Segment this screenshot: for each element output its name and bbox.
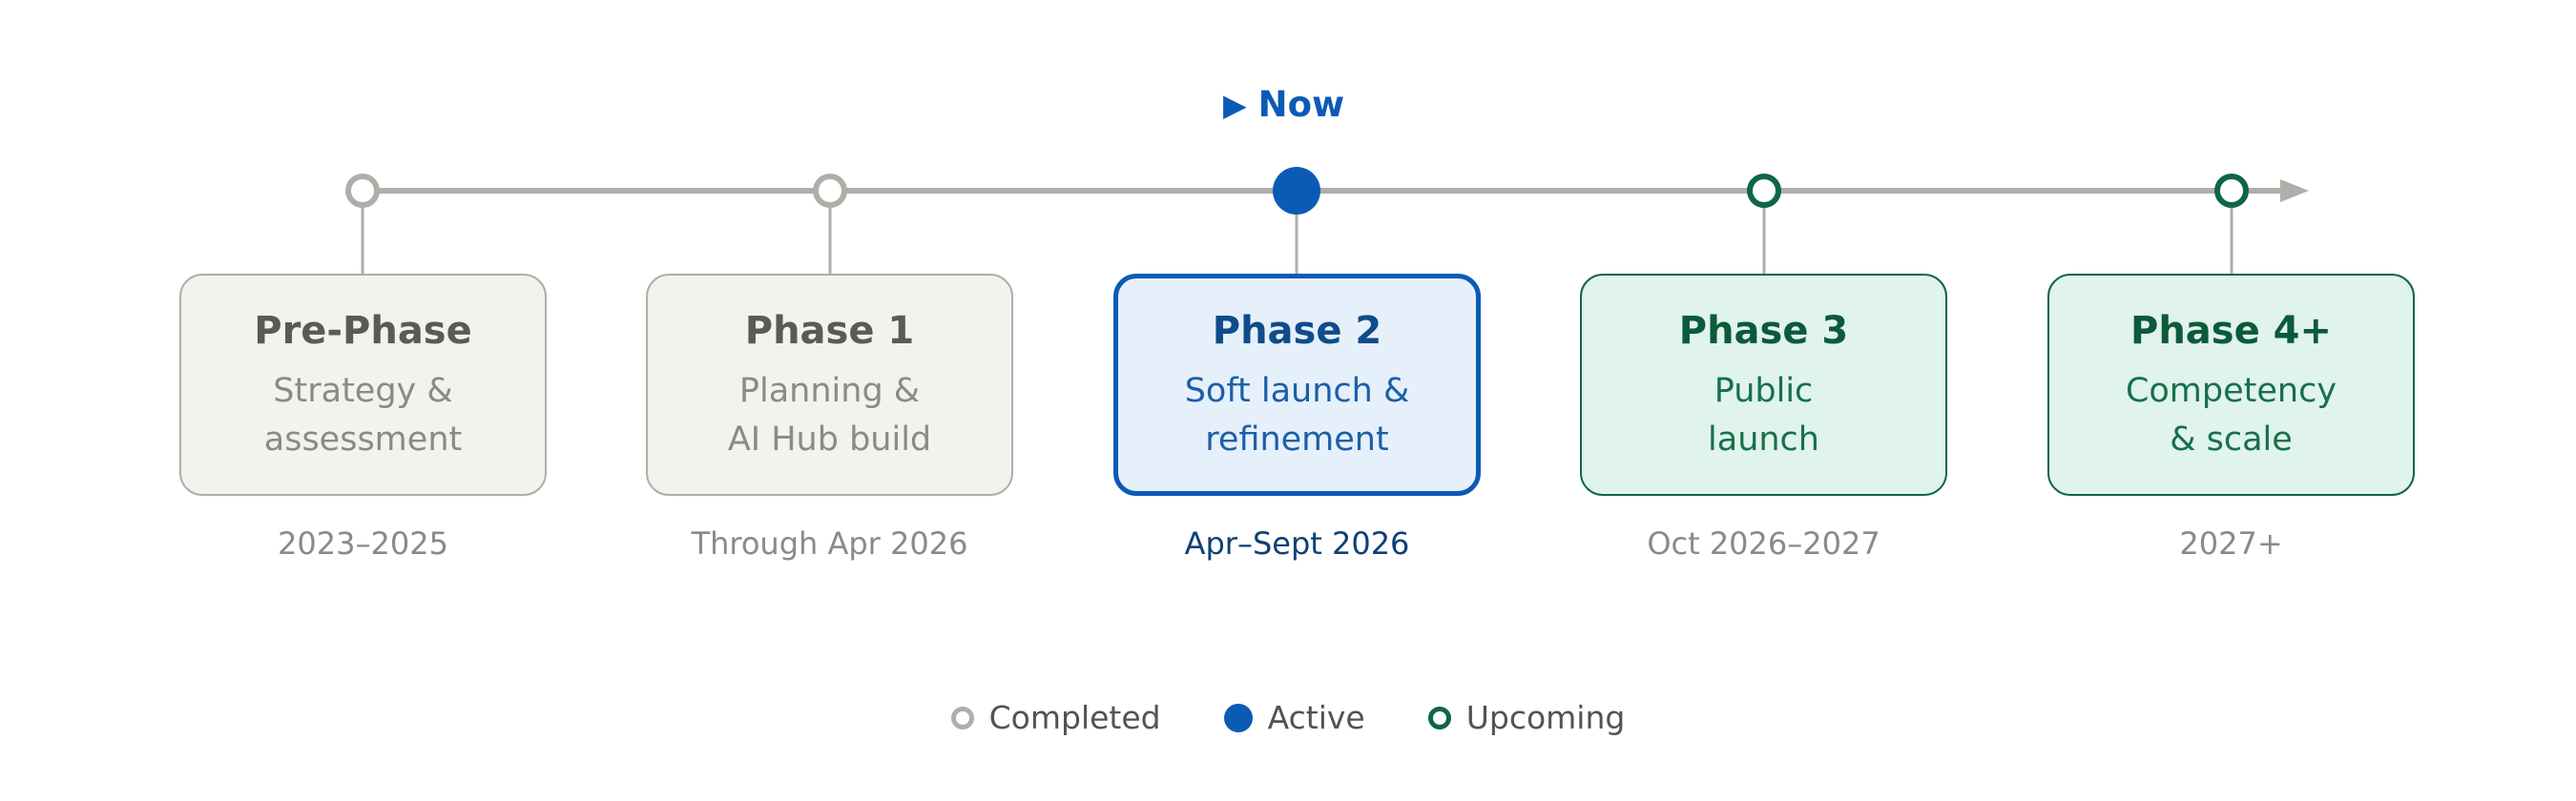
phase-card-pre-phase: Pre-Phase Strategy & assessment (179, 274, 547, 496)
phase-description-line: assessment (263, 421, 463, 459)
phase-description: Planning & AI Hub build (728, 367, 931, 464)
phase-title: Phase 3 (1678, 309, 1849, 353)
phase-description-line: launch (1708, 421, 1819, 459)
axis-arrowhead-icon (2280, 179, 2309, 202)
phase-description-line: Competency (2125, 372, 2337, 410)
phase-date: 2027+ (2179, 525, 2283, 562)
timeline-axis (345, 167, 2309, 275)
node-upcoming (2214, 174, 2249, 208)
now-label: Now (1257, 84, 1345, 125)
legend: Completed Active Upcoming (0, 699, 2576, 736)
phase-description: Public launch (1708, 367, 1819, 464)
phase-description: Soft launch & refinement (1185, 367, 1410, 464)
phase-description-line: AI Hub build (727, 421, 932, 459)
phase-card-phase-3: Phase 3 Public launch (1580, 274, 1947, 496)
phase-description-line: Planning & (738, 372, 921, 410)
upcoming-circle-icon (1427, 706, 1451, 729)
phase-date: Through Apr 2026 (691, 525, 968, 562)
node-upcoming (1747, 174, 1781, 208)
phase-card-phase-4: Phase 4+ Competency & scale (2047, 274, 2415, 496)
phase-title: Phase 1 (744, 309, 915, 353)
phase-description: Strategy & assessment (264, 367, 462, 464)
legend-label: Active (1267, 699, 1365, 736)
phase-description-line: Strategy & (273, 372, 453, 410)
phase-description: Competency & scale (2126, 367, 2337, 464)
phase-description-line: Soft launch & (1184, 372, 1410, 410)
phase-date: 2023–2025 (278, 525, 448, 562)
phase-title: Phase 2 (1212, 309, 1382, 353)
active-dot-icon (1223, 703, 1253, 732)
phase-description-line: & scale (2170, 421, 2293, 459)
legend-item-completed: Completed (950, 699, 1161, 736)
phase-description-line: refinement (1205, 421, 1389, 459)
node-active (1273, 167, 1320, 215)
phase-description-line: Public (1714, 372, 1814, 410)
phase-card-phase-1: Phase 1 Planning & AI Hub build (646, 274, 1013, 496)
phase-date: Oct 2026–2027 (1647, 525, 1880, 562)
phase-card-phase-2: Phase 2 Soft launch & refinement (1113, 274, 1481, 496)
node-completed (813, 174, 847, 208)
phase-date: Apr–Sept 2026 (1184, 525, 1410, 562)
phase-title: Pre-Phase (254, 309, 472, 353)
completed-circle-icon (950, 706, 974, 729)
now-marker: ▶ Now (1223, 84, 1357, 125)
phase-title: Phase 4+ (2130, 309, 2332, 353)
play-arrow-icon: ▶ (1223, 86, 1247, 123)
legend-label: Completed (988, 699, 1161, 736)
node-completed (345, 174, 380, 208)
legend-item-upcoming: Upcoming (1427, 699, 1626, 736)
legend-item-active: Active (1223, 699, 1365, 736)
legend-label: Upcoming (1465, 699, 1626, 736)
